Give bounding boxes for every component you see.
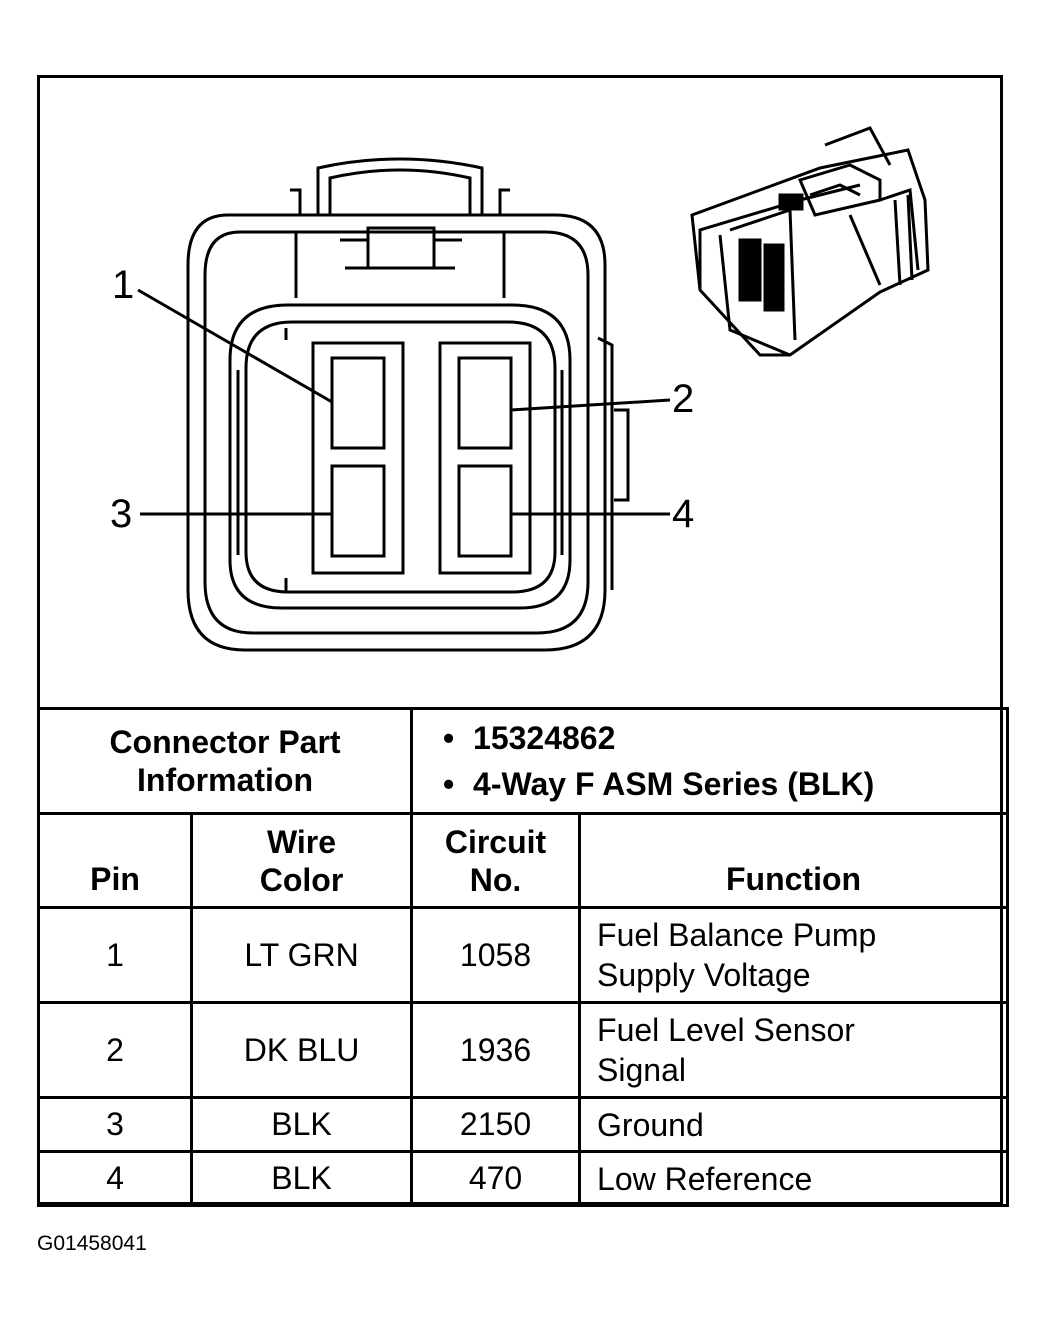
callout-pin-1: 1	[112, 263, 134, 307]
circuit-cell: 1936	[410, 1001, 582, 1099]
part-number: •15324862	[443, 720, 616, 756]
wire-color-cell: DK BLU	[189, 1001, 414, 1099]
pin-cell: 1	[37, 906, 193, 1004]
connector-part-label: Connector Part Information	[36, 707, 414, 815]
header-function: Function	[578, 812, 1010, 909]
circuit-cell: 2150	[410, 1096, 582, 1153]
callout-pin-4: 4	[672, 492, 694, 536]
pin-4-cavity	[457, 464, 513, 558]
connector-diagram: 1 2 3 4	[110, 126, 930, 652]
callout-pin-3: 3	[110, 492, 132, 536]
pin-2-cavity	[457, 356, 513, 450]
header-pin: Pin	[37, 812, 193, 909]
circuit-cell: 1058	[410, 906, 582, 1004]
connector-info-table: Connector Part Information •15324862 •4-…	[36, 707, 1010, 1207]
pin-1-cavity	[330, 356, 386, 450]
figure-id: G01458041	[37, 1232, 147, 1255]
pin-cell: 2	[37, 1001, 193, 1099]
connector-face	[186, 157, 630, 652]
callout-pin-2: 2	[672, 377, 694, 421]
circuit-cell: 470	[410, 1150, 582, 1207]
pin-3-cavity	[330, 464, 386, 558]
connector-3d-view	[690, 126, 930, 357]
function-cell: Ground	[578, 1096, 1010, 1153]
connector-description: •4-Way F ASM Series (BLK)	[443, 766, 875, 802]
connector-part-row: Connector Part Information •15324862 •4-…	[36, 707, 1010, 815]
table-row: 3 BLK 2150 Ground	[37, 1096, 1010, 1153]
callout-leaders	[137, 288, 671, 516]
wire-color-cell: LT GRN	[189, 906, 414, 1004]
wire-color-cell: BLK	[189, 1150, 414, 1207]
connector-part-values: •15324862 •4-Way F ASM Series (BLK)	[410, 707, 1010, 815]
function-cell: Low Reference	[578, 1150, 1010, 1207]
pin-cell: 3	[37, 1096, 193, 1153]
wire-color-cell: BLK	[189, 1096, 414, 1153]
table-row: 4 BLK 470 Low Reference	[37, 1150, 1010, 1207]
pin-cell: 4	[37, 1150, 193, 1207]
